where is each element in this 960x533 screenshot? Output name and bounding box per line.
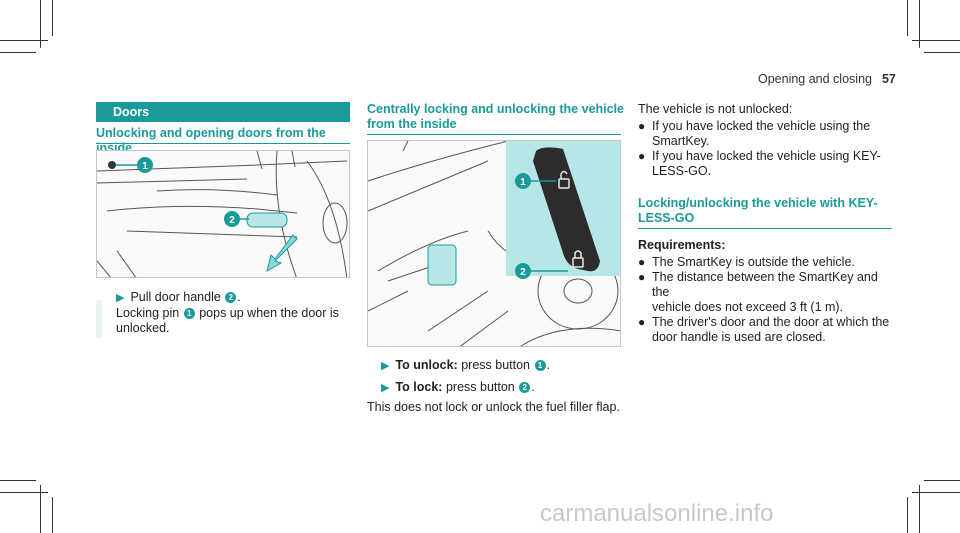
- callout-2-marker: [224, 211, 240, 227]
- callout-1-marker: [515, 173, 531, 189]
- door-drawing: 1 2: [97, 151, 348, 277]
- step-bar: [96, 300, 102, 338]
- step-arrow-icon: ▶: [381, 360, 390, 372]
- door-interior-illustration: 1 2: [96, 150, 350, 278]
- callout-2-label: 2: [520, 267, 526, 278]
- callout-badge: 1: [534, 360, 546, 371]
- watermark: carmanualsonline.info: [540, 500, 774, 527]
- list-item: ●The driver's door and the door at which…: [638, 315, 890, 344]
- step-arrow-icon: ▶: [116, 292, 125, 304]
- callout-badge: 1: [183, 308, 195, 319]
- not-unlocked-intro: The vehicle is not unlocked:: [638, 102, 793, 116]
- heading-rule: [638, 228, 892, 229]
- step-label: To unlock:: [395, 358, 458, 372]
- step-text: Locking pin: [116, 306, 180, 320]
- step-label: To lock:: [395, 380, 443, 394]
- step-text: Pull door handle: [130, 290, 221, 304]
- requirements-list: ●The SmartKey is outside the vehicle. ●T…: [638, 255, 898, 345]
- central-locking-heading: Centrally locking and unlocking the vehi…: [367, 102, 625, 131]
- heading-rule: [367, 134, 621, 135]
- lock-step: ▶To lock: press button 2.: [381, 380, 535, 394]
- list-item: ●The SmartKey is outside the vehicle.: [638, 255, 855, 269]
- step-text: unlocked.: [116, 321, 170, 335]
- unlock-step: ▶To unlock: press button 1.: [381, 358, 550, 372]
- list-item: ●The distance between the SmartKey and t…: [638, 270, 878, 314]
- not-unlocked-list: ●If you have locked the vehicle using th…: [638, 119, 898, 179]
- door-panel-drawing: 1 2: [368, 141, 620, 346]
- running-head: Opening and closing 57: [758, 72, 896, 86]
- callout-1-marker: [137, 157, 153, 173]
- list-item: ●If you have locked the vehicle using KE…: [638, 149, 881, 178]
- section-title: Opening and closing: [758, 72, 872, 86]
- door-step: ▶Pull door handle 2. Locking pin 1 pops …: [116, 290, 351, 336]
- page-number: 57: [881, 72, 896, 86]
- callout-badge: 2: [519, 382, 531, 393]
- callout-badge: 2: [225, 292, 237, 303]
- callout-1-label: 1: [142, 161, 148, 172]
- requirements-label: Requirements:: [638, 238, 726, 252]
- list-item: ●If you have locked the vehicle using th…: [638, 119, 871, 148]
- keyless-go-heading: Locking/unlocking the vehicle with KEY- …: [638, 196, 878, 225]
- fuel-flap-note: This does not lock or unlock the fuel fi…: [367, 400, 620, 414]
- callout-2-label: 2: [229, 215, 235, 226]
- callout-1-label: 1: [520, 177, 526, 188]
- section-banner: Doors: [96, 102, 350, 122]
- heading-rule: [96, 143, 350, 144]
- door-panel-illustration: 1 2: [367, 140, 621, 347]
- callout-2-marker: [515, 263, 531, 279]
- step-arrow-icon: ▶: [381, 382, 390, 394]
